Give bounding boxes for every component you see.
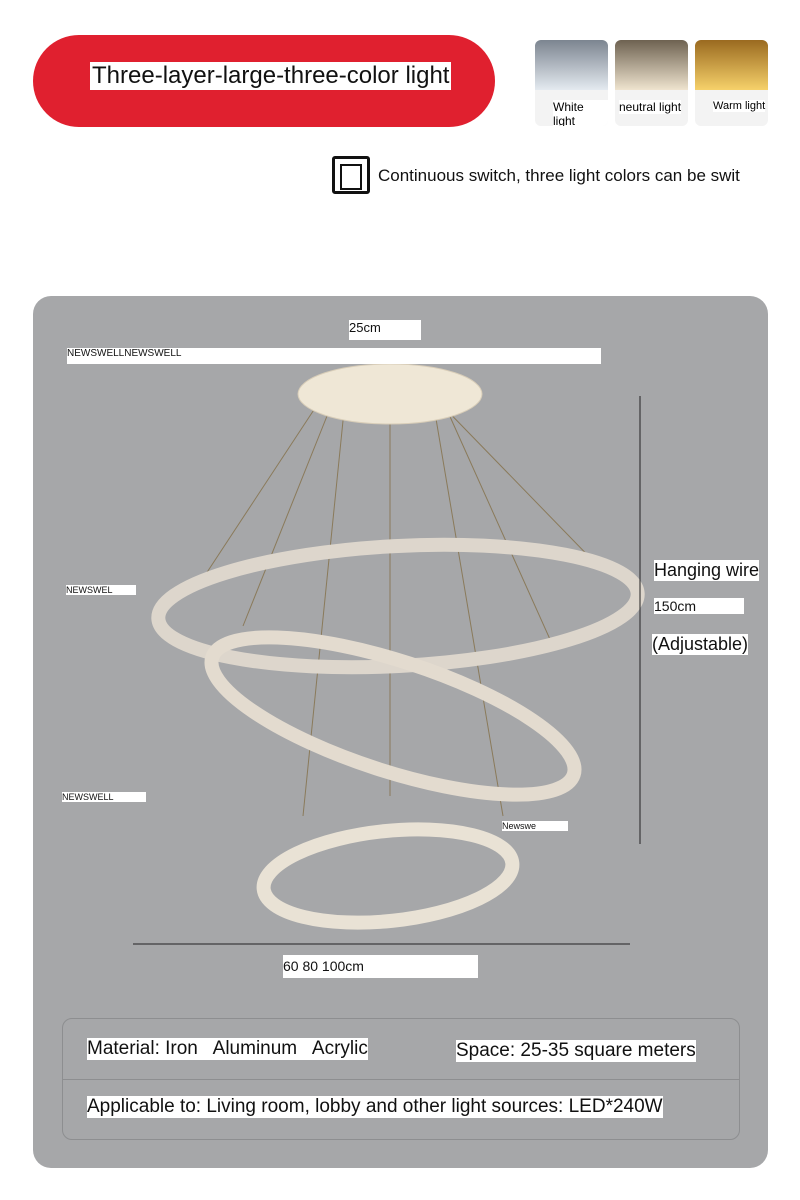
watermark-bar: NEWSWELLNEWSWELL [67, 348, 601, 364]
hanging-length: 150cm [654, 598, 744, 614]
adjustable-label: (Adjustable) [652, 634, 749, 655]
space-text: Space: 25-35 square meters [456, 1040, 696, 1062]
swatch-warm: Warm light [695, 40, 768, 126]
applicable-text: Applicable to: Living room, lobby and ot… [87, 1096, 663, 1118]
swatch-label: White light [553, 100, 608, 126]
dim-top: 25cm [349, 320, 421, 340]
banner-title: Three-layer-large-three-color light [90, 62, 452, 90]
dim-bottom: 60 80 100cm [283, 955, 478, 978]
swatch-neutral: neutral light [615, 40, 688, 126]
watermark-right: Newswe [502, 821, 568, 831]
swatch-label: Warm light [713, 100, 766, 112]
product-panel [33, 296, 768, 1168]
hanging-wire-label: Hanging wire [654, 560, 760, 581]
watermark-left1: NEWSWEL [66, 585, 136, 595]
spec-box [62, 1018, 740, 1140]
switch-hand-icon [332, 156, 370, 194]
chandelier-image [133, 363, 645, 945]
switch-text: Continuous switch, three light colors ca… [378, 166, 740, 185]
swatch-label: neutral light [619, 100, 682, 114]
swatch-white: White light [535, 40, 608, 126]
material-text: Material: Iron Aluminum Acrylic [87, 1038, 368, 1060]
watermark-left2: NEWSWELL [62, 792, 146, 802]
